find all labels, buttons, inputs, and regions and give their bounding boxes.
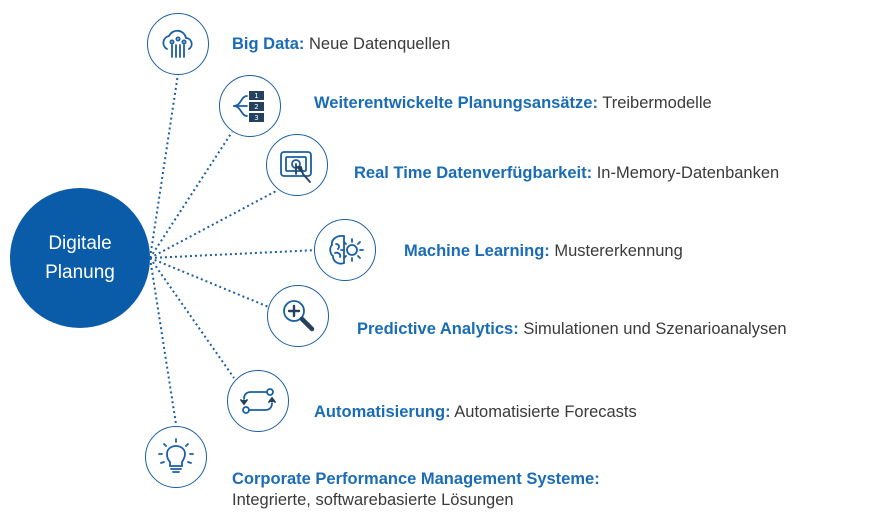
item-title: Corporate Performance Management Systeme… (232, 470, 600, 488)
connector-3 (149, 189, 279, 259)
item-title: Big Data: (232, 35, 305, 53)
cloud-data-icon (147, 13, 209, 75)
svg-text:3: 3 (254, 114, 258, 122)
hub-line-2: Planung (45, 262, 115, 283)
item-text: Neue Datenquellen (309, 35, 451, 53)
item-title: Weiterentwickelte Planungsansätze: (314, 94, 598, 112)
item-text-cpm: Integrierte, softwarebasierte Lösungen (232, 491, 514, 509)
hub-line-1: Digitale (48, 233, 112, 254)
svg-text:1: 1 (254, 92, 258, 100)
connector-5 (149, 257, 277, 311)
magnifier-plus-icon (267, 285, 329, 347)
item-title: Machine Learning: (404, 242, 550, 260)
item-text: Mustererkennung (554, 242, 683, 260)
item-label-big-data: Big Data: Neue Datenquellen (232, 35, 450, 54)
connector-1 (149, 73, 179, 259)
item-title: Predictive Analytics: (357, 320, 519, 338)
item-title: Real Time Datenverfügbarkeit: (354, 164, 593, 182)
item-label-machine-learning: Machine Learning: Mustererkennung (404, 242, 683, 261)
svg-text:2: 2 (254, 103, 258, 111)
connector-2 (149, 131, 233, 259)
central-node: Digitale Planung (10, 188, 150, 328)
item-label-automatisierung: Automatisierung: Automatisierte Forecast… (314, 403, 637, 422)
automation-loop-icon (227, 370, 289, 432)
item-label-realtime: Real Time Datenverfügbarkeit: In-Memory-… (354, 164, 779, 183)
item-title: Automatisierung: (314, 403, 451, 421)
driver-model-icon: 1 2 3 (219, 75, 281, 137)
item-label-predictive: Predictive Analytics: Simulationen und S… (357, 320, 787, 339)
item-text: Treibermodelle (602, 94, 712, 112)
connector-7 (149, 257, 177, 425)
item-text: Automatisierte Forecasts (454, 403, 637, 421)
item-text: Simulationen und Szenarioanalysen (523, 320, 787, 338)
item-text: In-Memory-Datenbanken (596, 164, 780, 182)
touch-screen-icon (266, 134, 328, 196)
connector-4 (149, 249, 319, 259)
item-label-cpm: Corporate Performance Management Systeme… (232, 470, 600, 489)
lightbulb-icon (145, 426, 207, 488)
item-label-planungsansaetze: Weiterentwickelte Planungsansätze: Treib… (314, 94, 712, 113)
brain-gear-icon (314, 219, 376, 281)
